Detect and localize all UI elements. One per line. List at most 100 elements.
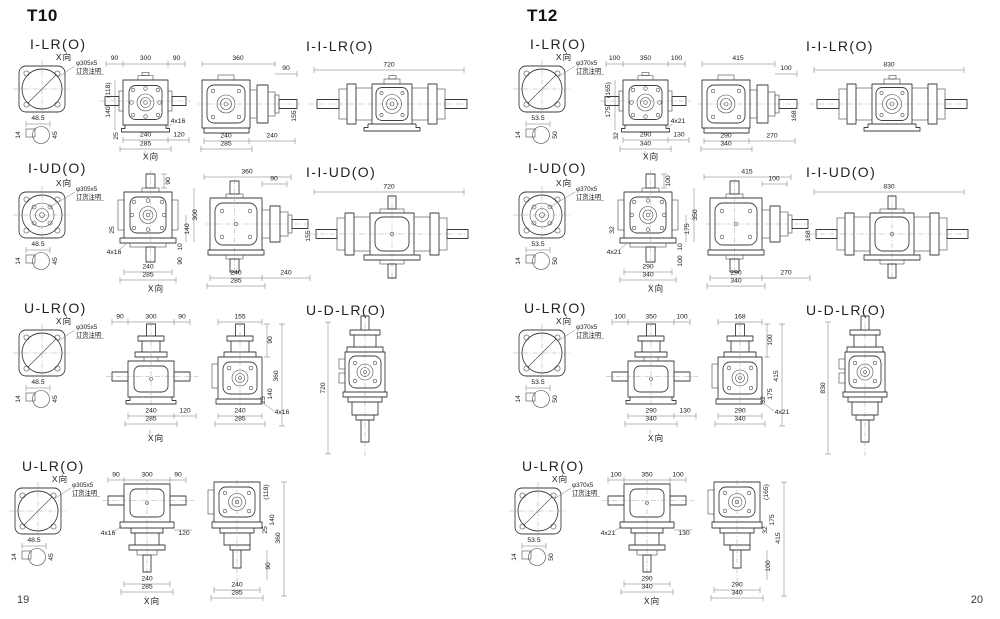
- key-width-dim: 48.5: [31, 115, 44, 122]
- key-height-dim: 14: [515, 257, 522, 265]
- x-direction-label: X向: [56, 178, 72, 188]
- dim-label: 350: [641, 472, 653, 479]
- front-view-u-lr-drawing: 100 350 100 290 340 130 X向: [606, 314, 698, 443]
- x-direction-label: X向: [52, 474, 68, 484]
- dim-label: 285: [140, 141, 152, 148]
- front-view-i-ud-drawing: 100 32 350 175 4x21 10 100 290 340 X向: [607, 170, 699, 294]
- dim-label: 340: [645, 416, 657, 423]
- dim-label: 240: [234, 408, 246, 415]
- bolt-holes-label: 4x16: [101, 530, 116, 537]
- flange-dia-note: φ305x5: [76, 186, 98, 193]
- dim-label: 90: [174, 472, 182, 479]
- catalog-page-right: T12 I-LR(O) I-I-LR(O) I-UD(O) I-I-UD(O) …: [500, 0, 1000, 619]
- dim-label: 240: [145, 408, 157, 415]
- dim-label: 155: [305, 230, 312, 242]
- dim-label: 140: [269, 514, 276, 526]
- bolt-holes-label: 4x16: [107, 249, 122, 256]
- dim-label: 168: [734, 314, 746, 321]
- dim-label: 350: [692, 209, 699, 221]
- dim-label: 350: [640, 55, 652, 62]
- dim-label: 155: [234, 314, 246, 321]
- dim-label: 175: [769, 514, 776, 526]
- bolt-holes-label: 4x21: [601, 530, 616, 537]
- dim-label: 300: [140, 55, 152, 62]
- section-label-u-lr-2: U-LR(O): [522, 458, 585, 474]
- x-direction-label: X向: [144, 596, 160, 606]
- dim-label: 140: [105, 106, 112, 118]
- side-view-i-lr-drawing: 415 100 168 290 340 270: [698, 55, 800, 152]
- dim-label: 285: [220, 141, 232, 148]
- overall-length-dim: 720: [383, 62, 395, 69]
- key-width-dim: 48.5: [31, 241, 44, 248]
- flange-view-drawing: X向 φ370x5 订货注明 53.5 14 50: [509, 474, 600, 566]
- dim-label: 100: [780, 65, 792, 72]
- dim-label: 415: [775, 532, 782, 544]
- dim-label: 90: [282, 65, 290, 72]
- shaft-dia-dim: 45: [52, 257, 59, 265]
- dim-label: 130: [673, 132, 685, 139]
- dim-label: 270: [766, 133, 778, 140]
- dim-label: 175: [605, 106, 612, 118]
- flange-view-drawing: X向 φ305x5 订货注明 48.5 14 45: [13, 178, 104, 270]
- bolt-holes-label: 4x21: [607, 249, 622, 256]
- order-note: 订货注明: [572, 488, 597, 497]
- dim-label: 175: [767, 388, 774, 400]
- section-label-i-ud: I-UD(O): [528, 160, 587, 176]
- dim-label: 360: [273, 370, 280, 382]
- x-direction-label: X向: [556, 316, 572, 326]
- dim-label: 10: [677, 243, 684, 251]
- dim-label: 340: [734, 416, 746, 423]
- bolt-holes-label: 4x16: [275, 409, 290, 416]
- dim-label: 100: [768, 176, 780, 183]
- section-label-u-lr: U-LR(O): [524, 300, 587, 316]
- dim-label: 240: [230, 270, 242, 277]
- dim-label: 240: [141, 576, 153, 583]
- x-direction-label: X向: [56, 316, 72, 326]
- front-view-i-ud-drawing: 90 25 300 140 4x16 10 90 240 285 X向: [107, 170, 199, 294]
- model-title: T10: [27, 6, 58, 25]
- section-label-u-lr: U-LR(O): [24, 300, 87, 316]
- front-view-u-lr-down-drawing: 100 350 100 4x21 130 290 340 X向: [601, 472, 694, 606]
- key-height-dim: 14: [515, 395, 522, 403]
- dim-label: 90: [111, 55, 119, 62]
- dim-label: 340: [720, 141, 732, 148]
- overall-height-dim: 830: [820, 382, 827, 394]
- dim-label: 90: [265, 562, 272, 570]
- key-width-dim: 48.5: [27, 537, 40, 544]
- dim-label: 300: [141, 472, 153, 479]
- dim-label: (118): [263, 484, 270, 499]
- dim-label: 285: [234, 416, 246, 423]
- key-width-dim: 53.5: [531, 115, 544, 122]
- dim-label: 290: [730, 270, 742, 277]
- dim-label: 100: [665, 175, 672, 187]
- dim-label: 10: [177, 243, 184, 251]
- front-view-u-lr-down-drawing: 90 300 90 4x16 120 240 285 X向: [101, 472, 194, 606]
- side-view-u-lr-down-drawing: (118) 140 25 360 90 240 285: [207, 480, 287, 601]
- assembly-ii-ud-drawing: 720: [310, 184, 469, 280]
- key-width-dim: 53.5: [531, 379, 544, 386]
- section-label-ii-lr: I-I-LR(O): [806, 38, 874, 54]
- section-label-ii-lr: I-I-LR(O): [306, 38, 374, 54]
- dim-label: 100: [614, 314, 626, 321]
- order-note: 订货注明: [576, 192, 601, 201]
- dim-label: 415: [732, 55, 744, 62]
- shaft-dia-dim: 45: [52, 131, 59, 139]
- dim-label: 90: [112, 472, 120, 479]
- side-view-u-lr-drawing: 168 100 415 175 32 290 340 4x21: [711, 314, 790, 427]
- key-height-dim: 14: [15, 131, 22, 139]
- dim-label: 340: [730, 278, 742, 285]
- dim-label: 240: [140, 132, 152, 139]
- dim-label: 240: [266, 133, 278, 140]
- x-direction-label: X向: [552, 474, 568, 484]
- dim-label: 25: [109, 226, 116, 234]
- dim-label: 25: [262, 526, 269, 534]
- side-view-u-lr-drawing: 155 90 360 140 25 240 285 4x16: [211, 314, 290, 427]
- dim-label: (165): [763, 484, 770, 500]
- flange-view-drawing: X向 φ370x5 订货注明 53.5 14 50: [513, 52, 604, 144]
- dim-label: 168: [805, 230, 812, 242]
- dim-label: 100: [767, 334, 774, 346]
- section-label-ii-ud: I-I-UD(O): [806, 164, 877, 180]
- dim-label: 90: [177, 257, 184, 265]
- flange-dia-note: φ370x5: [576, 186, 598, 193]
